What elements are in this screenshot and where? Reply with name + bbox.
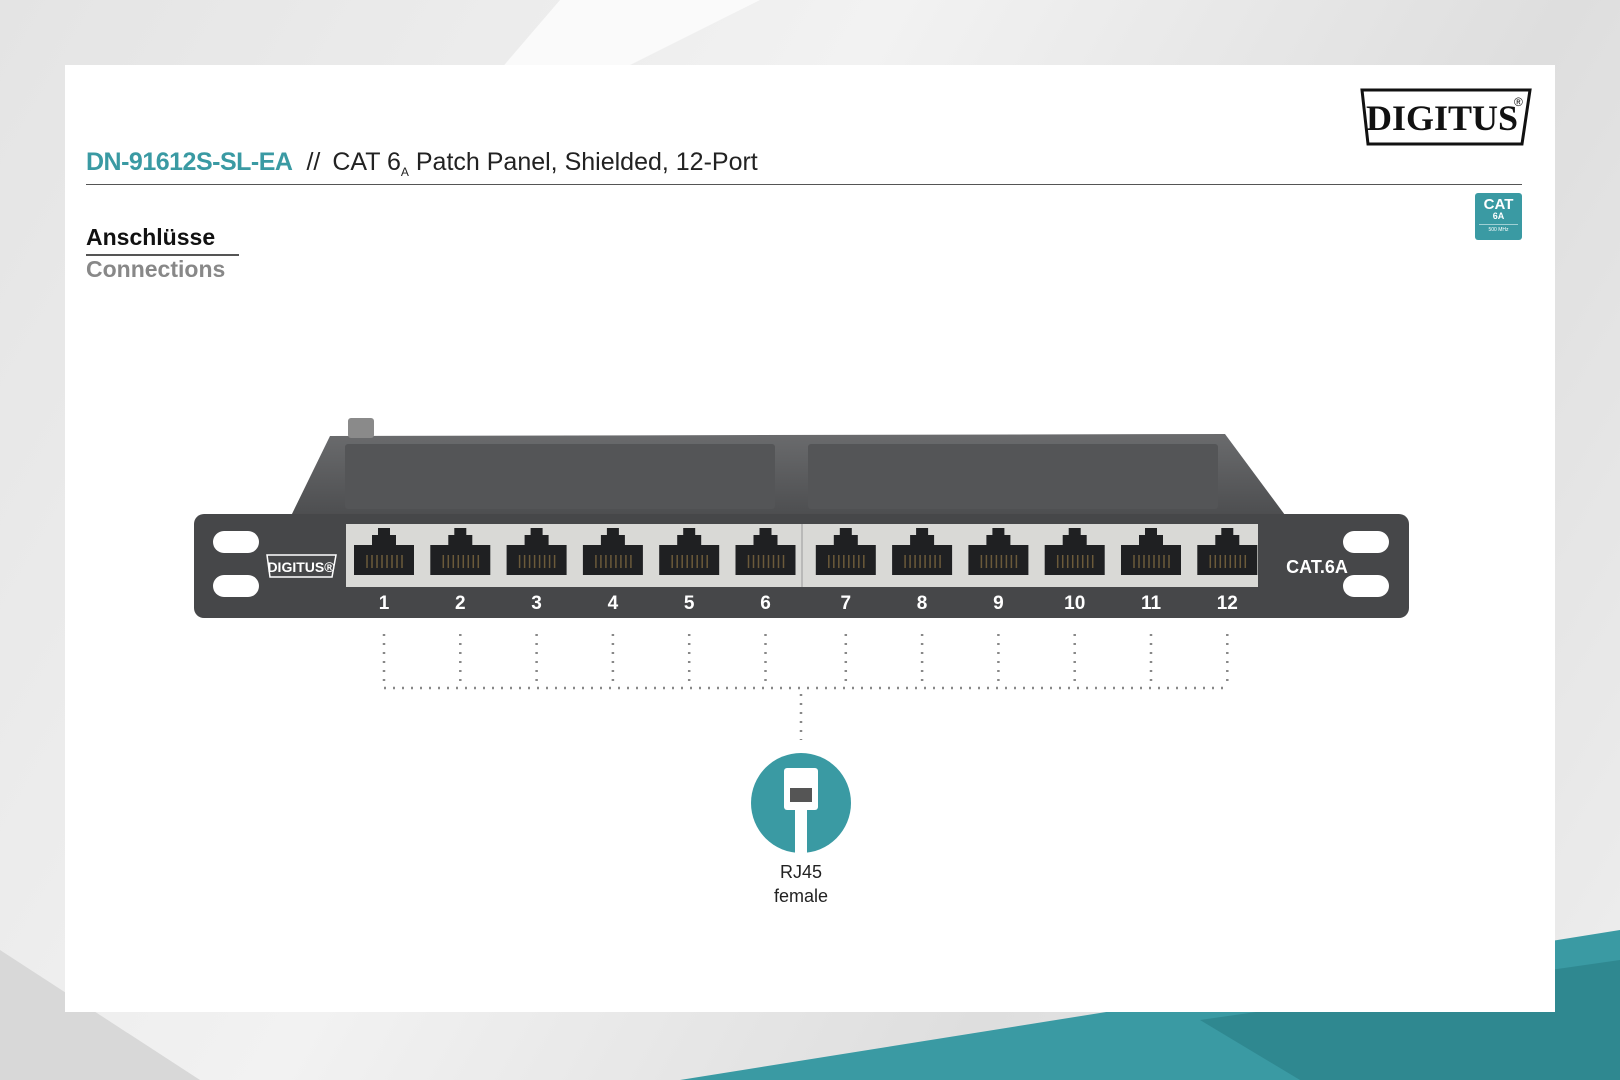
port-7: 7 xyxy=(815,528,876,614)
title-divider xyxy=(86,184,1522,185)
port-number: 12 xyxy=(1217,593,1238,614)
port-number: 5 xyxy=(684,593,695,614)
title-separator: // xyxy=(306,148,321,176)
title-sub: A xyxy=(400,165,409,179)
port-4: 4 xyxy=(582,528,643,614)
panel-category-label: CAT.6A xyxy=(1286,557,1348,577)
page-title: DN-91612S-SL-EA // CAT 6A Patch Panel, Shi… xyxy=(86,148,758,179)
port-number: 11 xyxy=(1141,593,1162,614)
port-11: 11 xyxy=(1121,528,1181,614)
cat6a-badge: CAT 6A 500 MHz xyxy=(1475,193,1522,240)
port-9: 9 xyxy=(968,528,1029,614)
connector-type: RJ45 xyxy=(779,862,823,882)
port-number: 4 xyxy=(608,593,619,614)
title-desc-suffix: Patch Panel, Shielded, 12-Port xyxy=(408,148,758,176)
port-number: 2 xyxy=(455,593,466,614)
port-number: 7 xyxy=(841,593,852,614)
port-number: 3 xyxy=(531,593,542,614)
port-12: 12 xyxy=(1197,528,1258,614)
port-number: 6 xyxy=(760,593,771,614)
svg-text:DIGITUS: DIGITUS xyxy=(1366,98,1518,138)
badge-line3: 500 MHz xyxy=(1479,224,1518,233)
port-number: 9 xyxy=(993,593,1004,614)
section-title-de: Anschlüsse xyxy=(86,224,239,256)
port-6: 6 xyxy=(735,528,796,614)
digitus-logo: DIGITUS ® xyxy=(1360,88,1532,146)
port-3: 3 xyxy=(506,528,567,614)
rj45-plug-icon xyxy=(784,768,818,853)
svg-text:DIGITUS®: DIGITUS® xyxy=(267,559,335,575)
badge-line2: 6A xyxy=(1492,211,1505,221)
port-2: 2 xyxy=(430,528,491,614)
port-1: 1 xyxy=(354,528,414,614)
panel-logo: DIGITUS® xyxy=(266,554,337,578)
title-desc: CAT 6 xyxy=(332,148,401,176)
port-number: 10 xyxy=(1064,593,1085,614)
connector-gender: female xyxy=(773,886,829,906)
svg-text:®: ® xyxy=(1514,95,1523,109)
port-10: 10 xyxy=(1044,528,1105,614)
port-number: 8 xyxy=(917,593,928,614)
badge-line1: CAT xyxy=(1483,196,1514,213)
port-number: 1 xyxy=(379,593,390,614)
model-number: DN-91612S-SL-EA xyxy=(86,148,293,176)
section-title-en: Connections xyxy=(86,256,226,282)
port-8: 8 xyxy=(892,528,953,614)
port-5: 5 xyxy=(659,528,720,614)
